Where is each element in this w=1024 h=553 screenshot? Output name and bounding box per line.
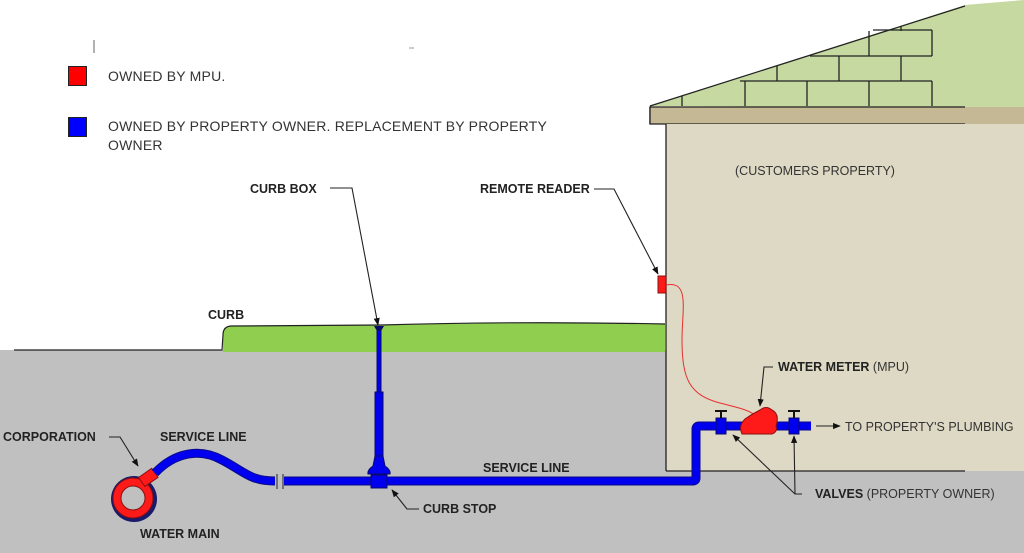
legend-label-mpu: OWNED BY MPU. — [108, 68, 226, 84]
water-main-label: WATER MAIN — [140, 527, 220, 541]
house-wall — [666, 124, 1024, 471]
service-line-label-2-text: SERVICE LINE — [483, 461, 570, 475]
valve-left — [715, 410, 727, 435]
valves-label-text: VALVES — [815, 487, 864, 501]
curb-stop-label: CURB STOP — [423, 502, 496, 516]
to-plumbing-label: TO PROPERTY'S PLUMBING — [845, 420, 1014, 434]
water-meter-owner-text: (MPU) — [872, 360, 910, 374]
curb-box — [367, 326, 391, 475]
curb-stop-valve — [370, 474, 388, 489]
water-meter — [740, 407, 778, 435]
legend: OWNED BY MPU. OWNED BY PROPERTY OWNER. R… — [0, 0, 600, 160]
curb-label-text: CURB — [208, 308, 245, 322]
curb-box-label: CURB BOX — [250, 182, 317, 196]
valve-right — [788, 410, 800, 435]
customers-property-label: (CUSTOMERS PROPERTY) — [735, 164, 895, 178]
service-line-label-1-text: SERVICE LINE — [160, 430, 247, 444]
leader-lines — [109, 187, 841, 510]
corporation-label-text: CORPORATION — [3, 430, 96, 444]
curb-stop-label-text: CURB STOP — [423, 502, 497, 516]
reader-wire — [665, 284, 756, 416]
service-line-label-1: SERVICE LINE — [160, 430, 247, 444]
water-main — [111, 476, 157, 522]
remote-reader-label: REMOTE READER — [480, 182, 590, 196]
remote-reader-label-text: REMOTE READER — [480, 182, 590, 196]
curb-outline — [220, 322, 666, 351]
legend-label-owner-line2: OWNER — [108, 137, 163, 153]
pipe-break-marks — [276, 474, 284, 489]
service-line-pipe — [151, 421, 811, 486]
remote-reader — [657, 275, 667, 294]
roof-fascia — [649, 107, 1024, 124]
water-main-label-text: WATER MAIN — [140, 527, 220, 541]
curb-label: CURB — [208, 308, 244, 322]
grass-strip — [223, 323, 665, 352]
legend-label-owner: OWNED BY PROPERTY OWNER. REPLACEMENT BY … — [108, 118, 548, 134]
service-line-label-2: SERVICE LINE — [483, 461, 570, 475]
corporation-label: CORPORATION — [3, 430, 96, 444]
roof-edge-line — [649, 5, 966, 107]
legend-swatch-owner — [68, 117, 87, 137]
roof-shingles — [681, 26, 933, 106]
valves-label: VALVES (PROPERTY OWNER) — [815, 487, 995, 501]
curb-box-label-text: CURB BOX — [250, 182, 317, 196]
water-meter-label: WATER METER (MPU) — [778, 360, 909, 374]
valves-owner-text: (PROPERTY OWNER) — [866, 487, 995, 501]
legend-swatch-mpu — [68, 66, 87, 86]
water-meter-label-text: WATER METER — [778, 360, 870, 374]
house-roof — [650, 0, 1024, 108]
